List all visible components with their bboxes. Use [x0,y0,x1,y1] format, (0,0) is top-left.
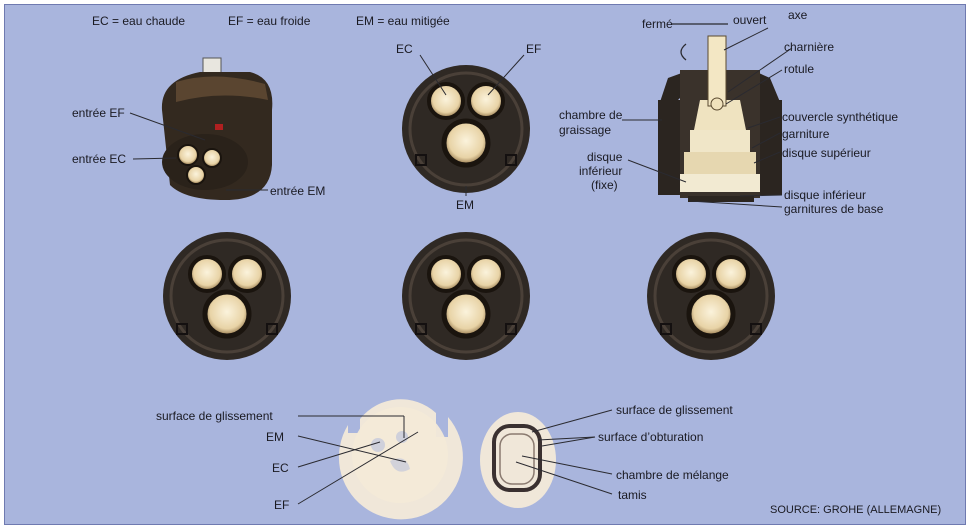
legend-ef: EF = eau froide [228,14,311,28]
label-charniere: charnière [784,40,835,54]
label-lower-ef: EF [274,498,290,512]
lower-disc-illustration [338,399,463,520]
leader-lines [129,27,793,505]
label-top-em: EM [456,198,474,212]
disc-position-3 [647,232,775,360]
label-disque-inf-1: disque [587,150,623,164]
label-disque-inf-right: disque inférieur [784,188,867,202]
label-inlet-ec: entrée EC [72,152,127,166]
upper-disc-illustration [480,412,556,508]
label-ferme: fermé [642,17,673,31]
label-couvercle: couvercle synthétique [782,110,899,124]
cartridge-cross-section [658,23,782,202]
label-lower-surface: surface de glissement [156,409,273,423]
label-chambre-2: graissage [559,123,612,137]
top-disc-illustration [402,65,530,193]
label-upper-surface: surface de glissement [616,403,733,417]
label-chambre-1: chambre de [559,108,623,122]
cartridge-illustration [161,57,273,200]
disc-position-1 [163,232,291,360]
legend-ec: EC = eau chaude [92,14,186,28]
label-disque-sup: disque supérieur [782,146,871,160]
label-lower-ec: EC [272,461,289,475]
label-upper-obturation: surface d’obturation [598,430,704,444]
source-credit: SOURCE: GROHE (ALLEMAGNE) [770,504,942,516]
label-inlet-ef: entrée EF [72,106,125,120]
label-inlet-em: entrée EM [270,184,326,198]
label-top-ef: EF [526,42,542,56]
label-axe: axe [788,8,808,22]
label-rotule: rotule [784,62,815,76]
label-ouvert: ouvert [733,13,767,27]
label-lower-em: EM [266,430,284,444]
label-upper-melange: chambre de mélange [616,468,729,482]
label-garniture: garniture [782,127,830,141]
disc-position-2 [402,232,530,360]
label-top-ec: EC [396,42,413,56]
label-garnitures-base: garnitures de base [784,202,884,216]
label-disque-inf-2: inférieur [579,164,623,178]
legend-em: EM = eau mitigée [356,14,450,28]
label-upper-tamis: tamis [618,488,647,502]
label-disque-inf-3: (fixe) [591,178,618,192]
